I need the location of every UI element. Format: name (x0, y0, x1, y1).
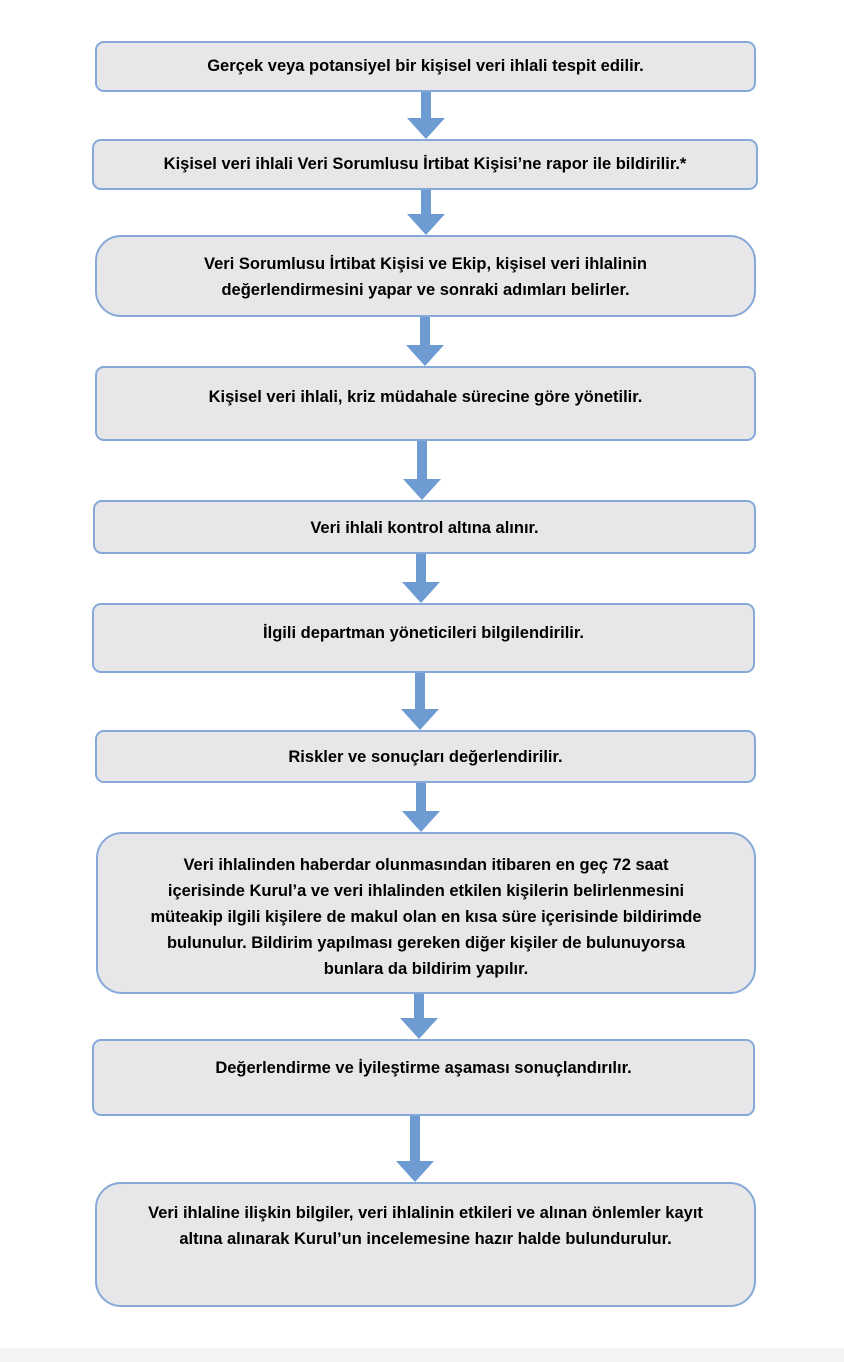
step-box-6: İlgili departman yöneticileri bilgilendi… (92, 603, 755, 673)
step-text-8: Veri ihlalinden haberdar olunmasından it… (150, 856, 702, 978)
down-arrow-icon-2 (407, 190, 445, 235)
step-box-5: Veri ihlali kontrol altına alınır. (93, 500, 756, 554)
step-box-7: Riskler ve sonuçları değerlendirilir. (95, 730, 756, 783)
down-arrow-icon-4 (403, 441, 441, 500)
page-bottom-strip (0, 1348, 844, 1362)
step-box-9: Değerlendirme ve İyileştirme aşaması son… (92, 1039, 755, 1116)
step-box-8: Veri ihlalinden haberdar olunmasından it… (96, 832, 756, 994)
step-box-10: Veri ihlaline ilişkin bilgiler, veri ihl… (95, 1182, 756, 1307)
down-arrow-icon-1 (407, 92, 445, 139)
step-text-1: Gerçek veya potansiyel bir kişisel veri … (207, 57, 644, 75)
step-box-1: Gerçek veya potansiyel bir kişisel veri … (95, 41, 756, 92)
step-text-7: Riskler ve sonuçları değerlendirilir. (288, 748, 563, 766)
step-box-4: Kişisel veri ihlali, kriz müdahale sürec… (95, 366, 756, 441)
down-arrow-icon-3 (406, 317, 444, 366)
down-arrow-icon-9 (396, 1116, 434, 1182)
step-text-2: Kişisel veri ihlali Veri Sorumlusu İrtib… (163, 155, 687, 173)
step-text-4: Kişisel veri ihlali, kriz müdahale sürec… (208, 388, 643, 406)
step-text-5: Veri ihlali kontrol altına alınır. (310, 519, 539, 537)
down-arrow-icon-7 (402, 783, 440, 832)
step-box-3: Veri Sorumlusu İrtibat Kişisi ve Ekip, k… (95, 235, 756, 317)
step-text-10: Veri ihlaline ilişkin bilgiler, veri ihl… (148, 1204, 703, 1248)
step-box-2: Kişisel veri ihlali Veri Sorumlusu İrtib… (92, 139, 758, 190)
down-arrow-icon-6 (401, 673, 439, 730)
step-text-6: İlgili departman yöneticileri bilgilendi… (263, 624, 584, 642)
down-arrow-icon-5 (402, 554, 440, 603)
step-text-3: Veri Sorumlusu İrtibat Kişisi ve Ekip, k… (204, 255, 647, 299)
step-text-9: Değerlendirme ve İyileştirme aşaması son… (215, 1059, 632, 1077)
down-arrow-icon-8 (400, 994, 438, 1039)
